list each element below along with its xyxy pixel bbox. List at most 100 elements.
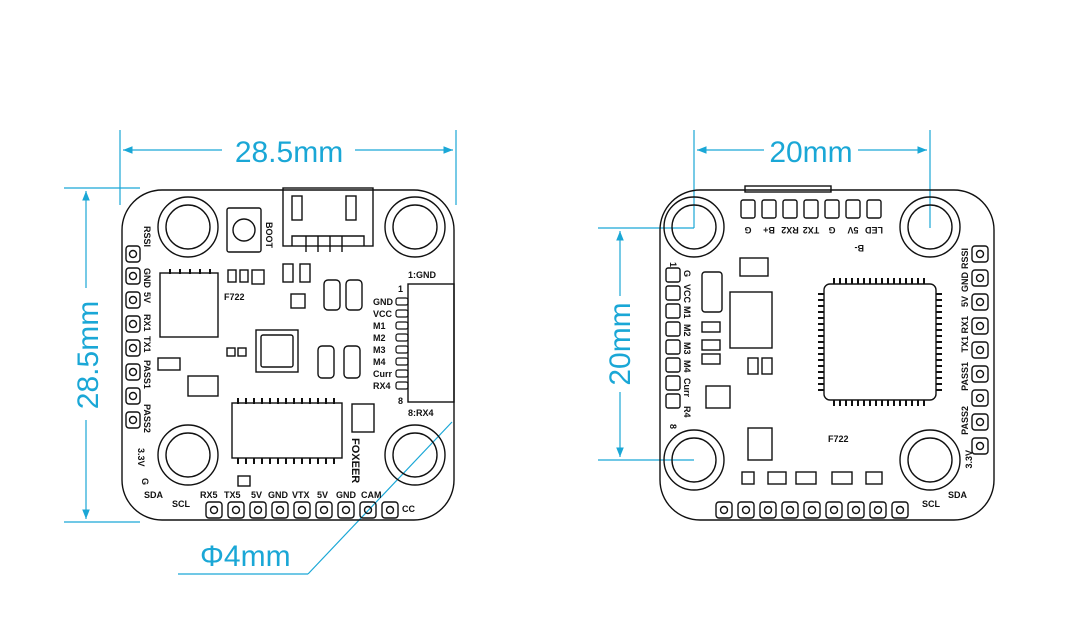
board-width-label: 28.5mm	[235, 136, 343, 169]
right-pad-label: 5V	[960, 296, 970, 307]
top-pad-label: G	[828, 225, 835, 235]
left-pad-label: M2	[682, 324, 692, 337]
front-bottom-pads	[205, 501, 399, 519]
bottom-pad-label: RX5	[200, 490, 218, 500]
mount-hole	[384, 196, 446, 258]
back-mcu	[823, 283, 937, 401]
board-height-label: 28.5mm	[72, 301, 105, 409]
bottom-pad-label: CAM	[361, 490, 382, 500]
mount-hole	[663, 429, 725, 491]
back-right-pads	[971, 245, 989, 455]
back-bottom-pads	[715, 501, 909, 519]
top-pad-label: G	[744, 225, 751, 235]
top-pad-label: TX2	[803, 225, 820, 235]
front-chip-pins	[169, 269, 335, 464]
connector-pin-label: VCC	[373, 309, 393, 319]
left-pad-label: PASS1	[142, 360, 152, 389]
left-pad-label: VCC	[682, 284, 692, 304]
connector-num-bottom: 8	[398, 396, 403, 406]
connector-last-label: 8:RX4	[408, 408, 434, 418]
back-top-pad-labels: G B+ RX2 TX2 G 5V LED	[744, 225, 883, 235]
right-pad-label: GND	[960, 272, 970, 293]
right-pad-label: 3.3V	[964, 450, 974, 469]
left-pad-label: TX1	[142, 336, 152, 353]
connector-pin-label: Curr	[373, 369, 392, 379]
bottom-pad-label: SDA	[948, 490, 968, 500]
back-top-pads	[740, 199, 882, 219]
left-pad-label: 3.3V	[136, 448, 146, 467]
connector-first-label: 1:GND	[408, 270, 437, 280]
front-ic-osd	[255, 329, 299, 373]
bottom-pad-label: TX5	[224, 490, 241, 500]
top-pad-label: 5V	[847, 225, 858, 235]
left-pad-label: PASS2	[142, 404, 152, 433]
hole-diameter-label: Φ4mm	[200, 540, 291, 573]
front-chip-label: F722	[224, 292, 245, 302]
left-pad-label: RSSI	[142, 226, 152, 247]
bottom-pad-label: 5V	[317, 490, 328, 500]
top-pad-label: RX2	[781, 225, 799, 235]
front-connector-pin-labels: GND VCC M1 M2 M3 M4 Curr RX4	[373, 297, 394, 391]
connector-pin-label: M3	[373, 345, 386, 355]
bottom-pad-label: 5V	[251, 490, 262, 500]
hole-spacing-x-label: 20mm	[769, 136, 852, 169]
left-pad-label: M1	[682, 306, 692, 319]
left-pad-label: R4	[682, 406, 692, 418]
left-pad-label: 8	[668, 424, 678, 429]
bottom-pad-label: GND	[268, 490, 289, 500]
top-pad-label: LED	[864, 225, 883, 235]
back-right-pad-labels: RSSI GND 5V RX1 TX1 PASS1 PASS2 3.3V	[960, 248, 974, 469]
connector-pin-label: GND	[373, 297, 394, 307]
right-pad-label: TX1	[960, 336, 970, 353]
right-pad-label: RSSI	[960, 248, 970, 269]
right-pad-label: PASS2	[960, 406, 970, 435]
connector-num-top: 1	[398, 284, 403, 294]
front-board	[121, 187, 455, 521]
back-mcu-pins	[818, 278, 942, 406]
left-pad-label: RX1	[142, 314, 152, 332]
bminus-label: B-	[855, 243, 865, 253]
bottom-pad-label: SCL	[922, 499, 941, 509]
back-chip-label: F722	[828, 434, 849, 444]
right-pad-label: RX1	[960, 316, 970, 334]
connector-pin-label: RX4	[373, 381, 391, 391]
bottom-pad-label: CC	[402, 504, 415, 514]
usb-connector	[282, 187, 374, 252]
boot-label: BOOT	[264, 222, 274, 249]
front-motor-connector	[407, 283, 455, 403]
front-ic-gyro	[159, 272, 219, 338]
back-left-pads	[665, 267, 681, 409]
bottom-pad-label: SCL	[172, 499, 191, 509]
mount-hole	[157, 196, 219, 258]
front-bottom-pad-labels: SDA SCL RX5 TX5 5V GND VTX 5V GND CAM CC	[144, 490, 415, 514]
back-bottom-pad-labels: SCL SDA	[922, 490, 968, 509]
left-pad-label: Curr	[682, 378, 692, 397]
left-pad-label: G	[682, 270, 692, 277]
back-left-pad-labels: 1 G VCC M1 M2 M3 M4 Curr R4 8	[668, 262, 692, 429]
left-pad-label: 5V	[142, 292, 152, 303]
mount-hole	[899, 196, 961, 258]
mount-hole	[384, 424, 446, 486]
boot-button	[226, 207, 262, 253]
left-pad-label: GND	[142, 268, 152, 289]
connector-pin-label: M2	[373, 333, 386, 343]
right-pad-label: PASS1	[960, 362, 970, 391]
front-chip-row	[231, 402, 343, 459]
connector-pin-label: M1	[373, 321, 386, 331]
left-pad-label: 1	[668, 262, 678, 267]
brand-label: FOXEER	[349, 438, 361, 483]
back-board	[659, 185, 995, 521]
front-connector-pins	[395, 297, 409, 390]
left-pad-label: M4	[682, 360, 692, 373]
front-left-pad-labels: RSSI GND 5V RX1 TX1 PASS1 PASS2 3.3V G	[136, 226, 152, 485]
left-pad-label: G	[140, 478, 150, 485]
bottom-pad-label: GND	[336, 490, 357, 500]
dimension-lines	[64, 130, 931, 575]
bottom-pad-label: SDA	[144, 490, 164, 500]
mount-hole	[157, 424, 219, 486]
connector-pin-label: M4	[373, 357, 386, 367]
mount-hole	[899, 429, 961, 491]
left-pad-label: M3	[682, 342, 692, 355]
bottom-pad-label: VTX	[292, 490, 310, 500]
